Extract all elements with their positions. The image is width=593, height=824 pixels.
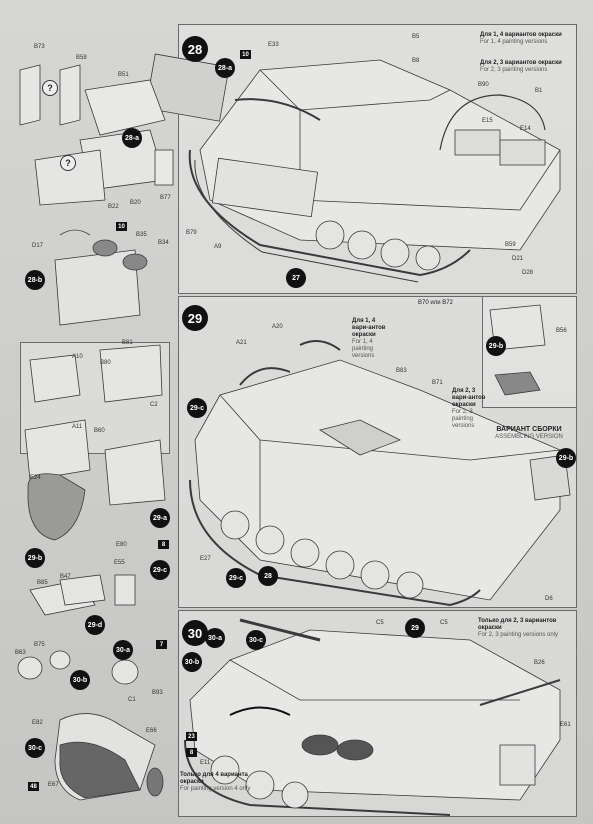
part-label: B58 [76, 55, 87, 61]
question-mark-icon: ? [42, 80, 58, 96]
part-label: D17 [32, 243, 44, 249]
part-label: C5 [440, 620, 448, 626]
part-label: B73 [34, 44, 45, 50]
part-label: B56 [556, 328, 567, 334]
part-label: A9 [214, 244, 222, 250]
question-mark-icon: ? [60, 155, 76, 171]
place-28: 28 [258, 566, 278, 586]
part-label: E55 [114, 560, 125, 566]
sub-29-b: 29-b [25, 548, 45, 568]
part-label: E82 [32, 720, 43, 726]
part-label: C1 [128, 697, 136, 703]
part-label: C5 [376, 620, 384, 626]
part-label: E15 [482, 118, 493, 124]
part-label: B22 [108, 204, 119, 210]
paint-flag-23: 23 [186, 732, 197, 741]
part-label: E67 [48, 782, 59, 788]
part-label: B83 [396, 368, 407, 374]
part-label: B8 [412, 58, 420, 64]
sub-29-c: 29-c [150, 560, 170, 580]
part-label: A21 [236, 340, 247, 346]
part-label: B90 [478, 82, 489, 88]
part-label: B35 [136, 232, 147, 238]
sub-28-b: 28-b [25, 270, 45, 290]
part-label: E61 [560, 722, 571, 728]
place-28-a: 28-a [215, 58, 235, 78]
part-label: D21 [512, 256, 524, 262]
part-label: B34 [158, 240, 169, 246]
part-label: B20 [130, 200, 141, 206]
paint-flag-10b: 10 [116, 222, 127, 231]
paint-flag-10a: 10 [240, 50, 251, 59]
paint-flag-8: 8 [158, 540, 169, 549]
part-label: B51 [118, 72, 129, 78]
part-label: B26 [534, 660, 545, 666]
part-label: E27 [200, 556, 211, 562]
step-28-number: 28 [182, 36, 208, 62]
part-label: E24 [30, 475, 41, 481]
paint-flag-8b: 8 [186, 748, 197, 757]
part-label: E66 [146, 728, 157, 734]
part-label: C2 [150, 402, 158, 408]
part-label: B81 [122, 340, 133, 346]
part-label: B93 [152, 690, 163, 696]
part-label: B59 [505, 242, 516, 248]
part-label: A20 [272, 324, 283, 330]
sub-28-a: 28-a [122, 128, 142, 148]
part-label: D28 [522, 270, 534, 276]
place-29-b-right: 29-b [556, 448, 576, 468]
part-label: B5 [412, 34, 420, 40]
part-label: B75 [34, 642, 45, 648]
sub-29-d: 29-d [85, 615, 105, 635]
part-label: B1 [535, 88, 543, 94]
sub-30-b: 30-b [70, 670, 90, 690]
part-label: E11 [200, 760, 211, 766]
note-29-b70-b72: B70 или B72 [418, 300, 453, 306]
part-label: A10 [72, 354, 83, 360]
part-label: B79 [186, 230, 197, 236]
part-label: D6 [545, 596, 553, 602]
sub-30-c: 30-c [25, 738, 45, 758]
place-29-b-inset: 29-b [486, 336, 506, 356]
place-30-b: 30-b [182, 652, 202, 672]
part-label: B77 [160, 195, 171, 201]
step-30-number: 30 [182, 620, 208, 646]
place-30-c: 30-c [246, 630, 266, 650]
place-27: 27 [286, 268, 306, 288]
part-label: B80 [100, 360, 111, 366]
place-29-c-left: 29-c [187, 398, 207, 418]
part-label: A11 [72, 424, 83, 430]
part-label: B85 [37, 580, 48, 586]
place-29-c-mid: 29-c [226, 568, 246, 588]
part-label: B63 [15, 650, 26, 656]
part-label: E14 [520, 126, 531, 132]
place-30-a: 30-a [205, 628, 225, 648]
paint-flag-7: 7 [156, 640, 167, 649]
part-label: E33 [268, 42, 279, 48]
sub-30-a: 30-a [113, 640, 133, 660]
part-label: B71 [432, 380, 443, 386]
part-label: B60 [94, 428, 105, 434]
step-29-number: 29 [182, 305, 208, 331]
part-label: B47 [60, 574, 71, 580]
paint-flag-48: 48 [28, 782, 39, 791]
place-29: 29 [405, 618, 425, 638]
part-label: E80 [116, 542, 127, 548]
sub-29-a: 29-a [150, 508, 170, 528]
